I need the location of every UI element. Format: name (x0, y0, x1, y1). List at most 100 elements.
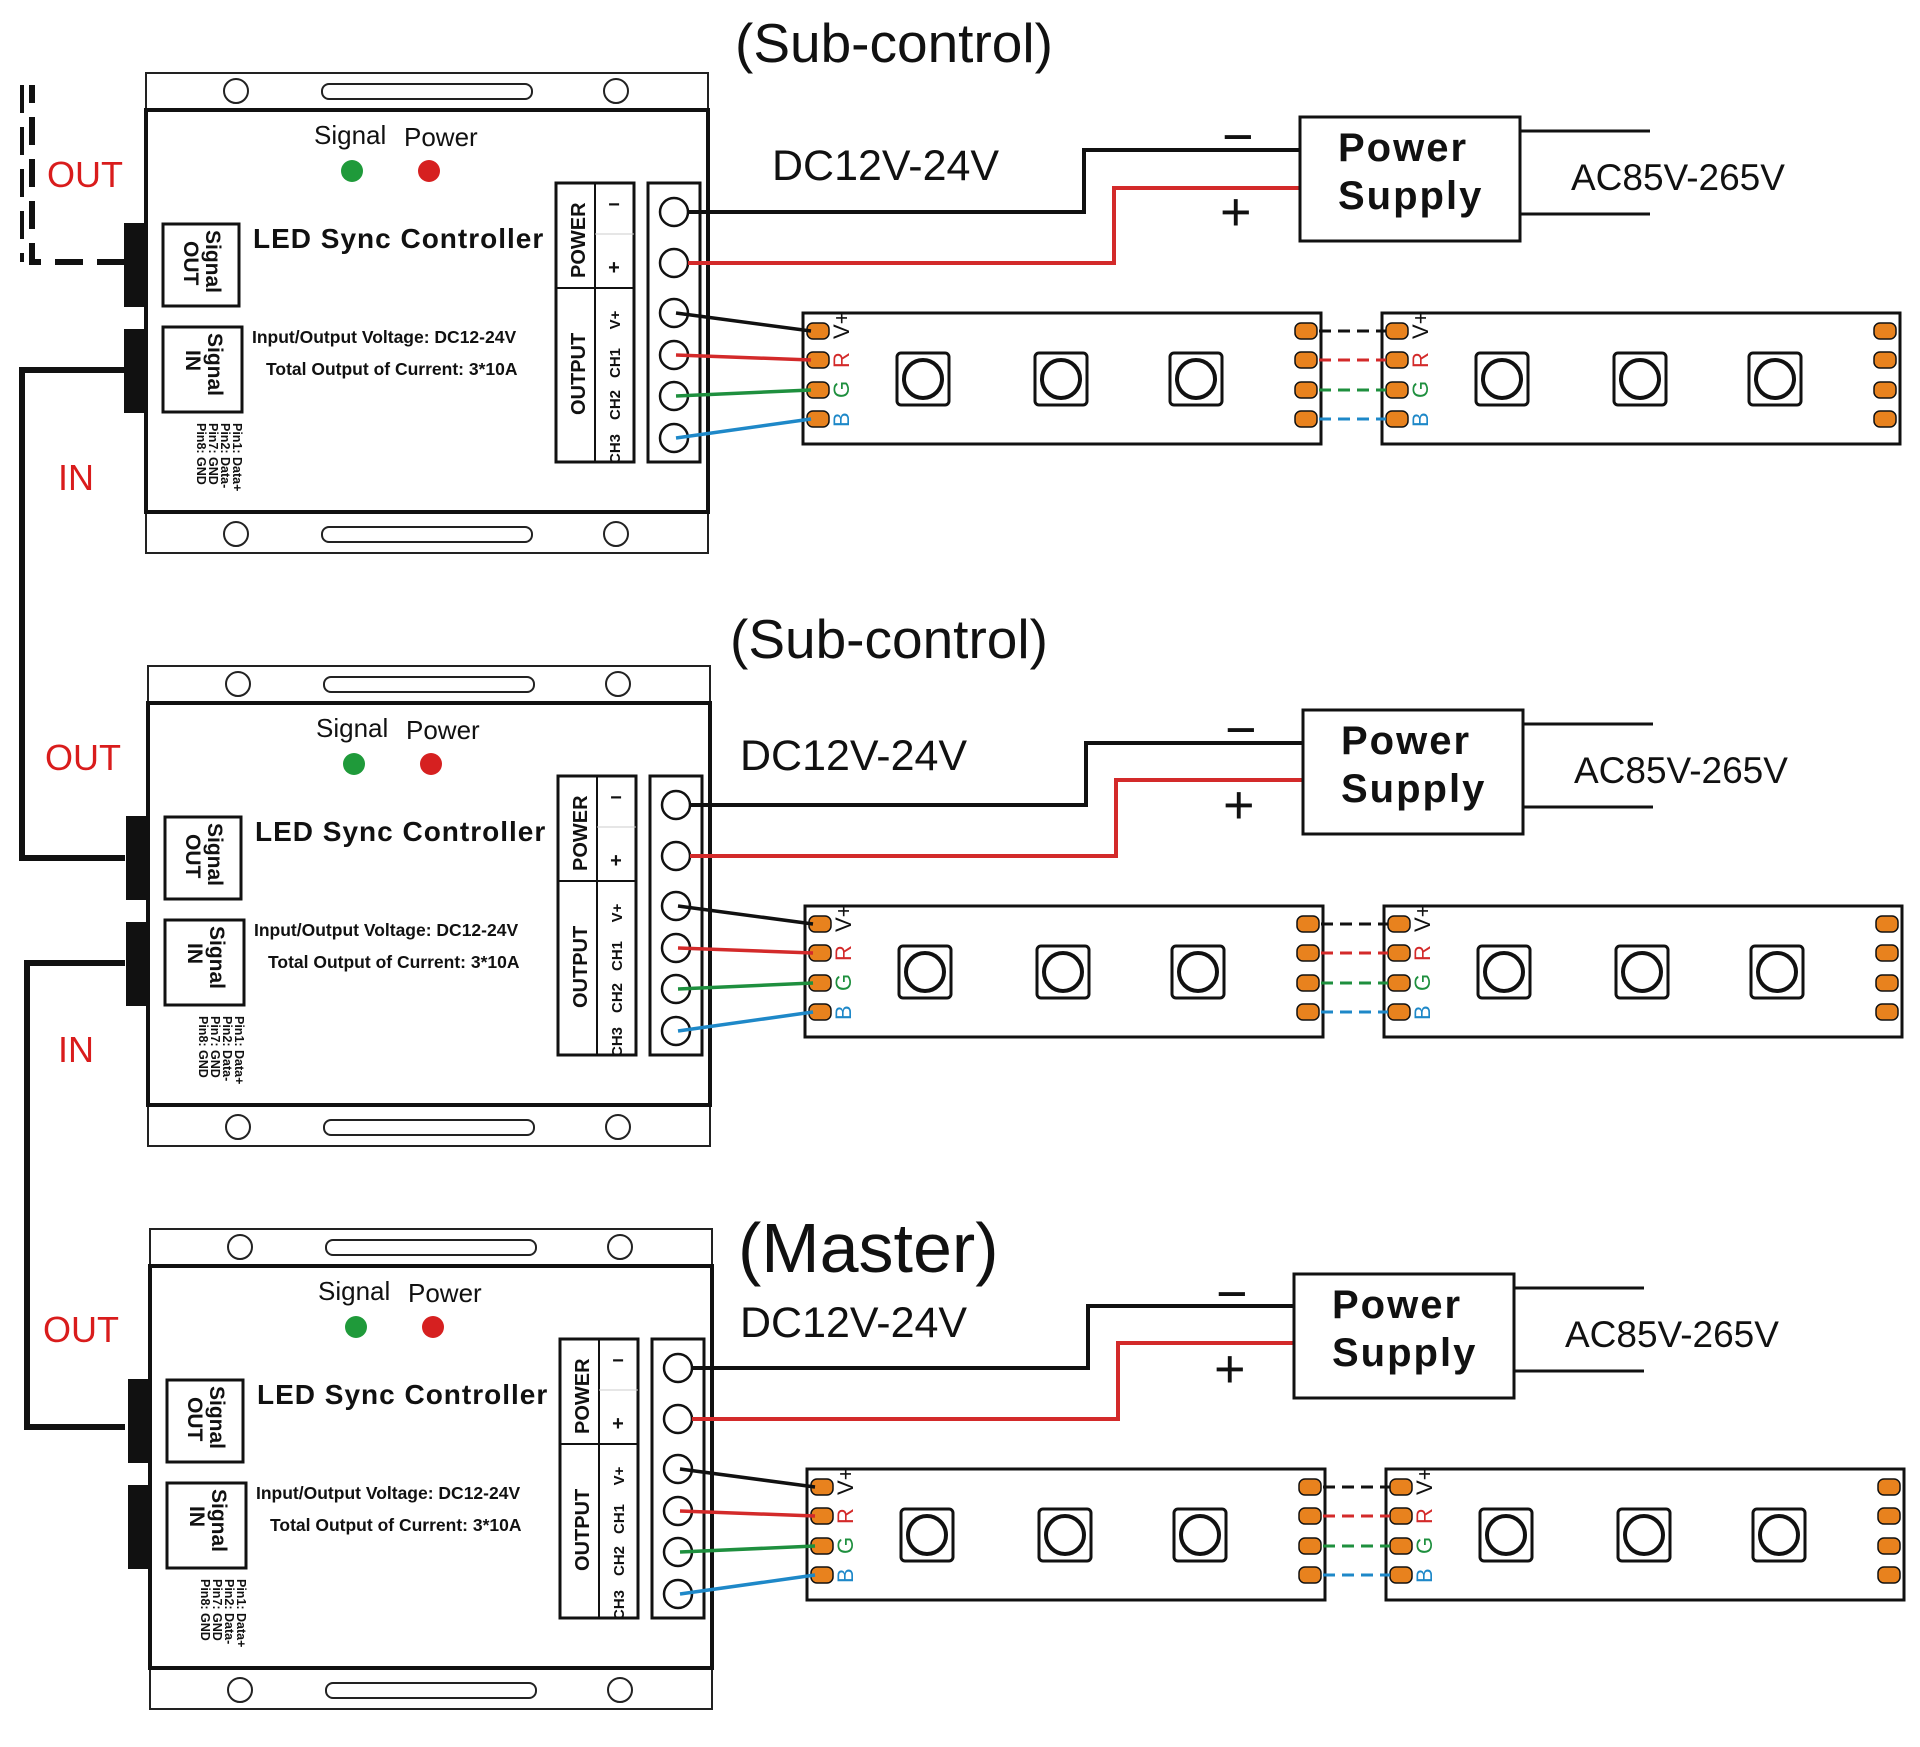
signal-in-label-1: Signal (205, 926, 228, 989)
power-wires (690, 741, 1303, 858)
signal-led-icon (345, 1316, 367, 1338)
strip-pad-label: V+ (1410, 904, 1435, 932)
solder-pad-icon (1877, 1507, 1901, 1525)
power-indicator-label: Power (406, 715, 480, 745)
screw-terminal-icon[interactable] (662, 1352, 694, 1384)
strip-pad-label: B (1410, 1005, 1435, 1020)
solder-pad-icon (1387, 915, 1411, 933)
power-wires (688, 148, 1300, 265)
minus-sign: − (1216, 1264, 1248, 1324)
signal-in-port[interactable] (128, 1485, 150, 1569)
led-lens-icon (902, 358, 944, 400)
solder-pad-icon (1294, 381, 1318, 399)
power-supply-box (1298, 115, 1522, 243)
strip-pad-label: G (1408, 381, 1433, 398)
screw-terminal-icon[interactable] (660, 789, 692, 821)
spec-current: Total Output of Current: 3*10A (270, 1515, 522, 1535)
mount-hole (223, 521, 249, 547)
device-name: LED Sync Controller (257, 1379, 548, 1410)
led-lens-icon (1177, 951, 1219, 993)
dc-voltage-label: DC12V-24V (772, 142, 999, 190)
pin-legend-item: Pin1: Data+ (230, 423, 244, 491)
minus-sign: − (1222, 107, 1254, 167)
mount-hole (225, 1114, 251, 1140)
screw-terminal-icon[interactable] (660, 840, 692, 872)
pin-legend-item: Pin2: Data- (218, 423, 232, 488)
signal-out-dashed-top (29, 85, 125, 265)
output-wires (679, 1467, 816, 1596)
pin-legend-item: Pin7: GND (208, 1016, 222, 1078)
signal-in-label-2: IN (181, 350, 204, 371)
led-lens-icon (906, 1514, 948, 1556)
led-lens-icon (1042, 951, 1084, 993)
terminal-label: CH3 (611, 1590, 628, 1620)
role-label: (Sub-control) (730, 608, 1048, 670)
signal-indicator-label: Signal (318, 1276, 390, 1306)
signal-out-label-2: OUT (181, 834, 204, 879)
spec-current: Total Output of Current: 3*10A (268, 952, 520, 972)
signal-in-port[interactable] (126, 922, 148, 1006)
controller-unit-2: (Sub-control) OUT IN DC12V-24V (45, 608, 1048, 1070)
solder-pad-icon (1875, 974, 1899, 992)
screw-terminal-icon[interactable] (658, 196, 690, 228)
signal-out-label-1: Signal (201, 230, 224, 293)
pin-legend-item: Pin2: Data- (222, 1579, 236, 1644)
led-lens-icon (1175, 358, 1217, 400)
strip-pad-label: B (829, 412, 854, 427)
led-lens-icon (1485, 1514, 1527, 1556)
flange-slot (325, 1682, 537, 1699)
screw-terminal-icon[interactable] (662, 1403, 694, 1435)
terminal-label: V+ (611, 1466, 628, 1485)
signal-in-box (163, 918, 246, 1007)
spec-voltage: Input/Output Voltage: DC12-24V (256, 1483, 520, 1503)
pin-legend-item: Pin7: GND (206, 423, 220, 485)
signal-out-port[interactable] (124, 223, 146, 307)
solder-pad-icon (1389, 1507, 1413, 1525)
strip-pad-label: V+ (833, 1467, 858, 1495)
led-lens-icon (1623, 1514, 1665, 1556)
signal-in-label-2: IN (185, 1506, 208, 1527)
out-label: OUT (47, 154, 123, 195)
strip-pad-label: G (1410, 974, 1435, 991)
terminal-label: + (610, 850, 622, 872)
terminal-label: CH2 (611, 1546, 628, 1576)
out-label: OUT (45, 737, 121, 778)
spec-current: Total Output of Current: 3*10A (266, 359, 518, 379)
pin-legend-item: Pin1: Data+ (232, 1016, 246, 1084)
strip-pad-label: G (1412, 1537, 1437, 1554)
dc-voltage-label: DC12V-24V (740, 732, 967, 780)
signal-in-port[interactable] (124, 329, 146, 413)
solder-pad-icon (1296, 974, 1320, 992)
strip-pad-label: B (831, 1005, 856, 1020)
led-lens-icon (904, 951, 946, 993)
signal-out-label-2: OUT (183, 1397, 206, 1442)
screw-terminal-icon[interactable] (658, 247, 690, 279)
signal-out-port[interactable] (128, 1379, 150, 1463)
signal-out-port[interactable] (126, 816, 148, 900)
solder-pad-icon (1298, 1478, 1322, 1496)
mount-hole (225, 671, 251, 697)
mount-hole (223, 78, 249, 104)
solder-pad-icon (1389, 1537, 1413, 1555)
power-supply-box (1301, 708, 1525, 836)
power-supply-label-1: Power (1332, 1283, 1462, 1327)
signal-out-label-1: Signal (203, 823, 226, 886)
solder-pad-icon (1387, 944, 1411, 962)
solder-pad-icon (1873, 351, 1897, 369)
flange-slot (323, 1119, 535, 1136)
solder-pad-icon (1296, 915, 1320, 933)
strip-pad-label: V+ (1408, 311, 1433, 339)
signal-in-label-1: Signal (207, 1489, 230, 1552)
solder-pad-icon (1875, 944, 1899, 962)
solder-pad-icon (1294, 351, 1318, 369)
plus-sign: + (1220, 182, 1252, 242)
solder-pad-icon (1296, 1003, 1320, 1021)
strip-pad-label: B (1412, 1568, 1437, 1583)
role-label: (Sub-control) (735, 12, 1053, 74)
signal-cables (19, 85, 125, 1430)
solder-pad-icon (1387, 1003, 1411, 1021)
